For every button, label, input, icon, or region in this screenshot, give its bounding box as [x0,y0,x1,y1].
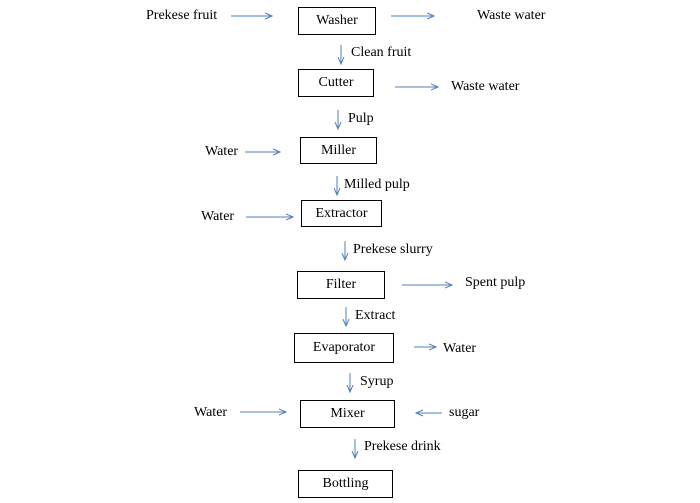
cutter-label: Cutter [318,75,354,90]
input-label-sugar: sugar [449,405,480,420]
flow-label-clean-fruit: Clean fruit [351,45,412,60]
flow-label-prekese-slurry: Prekese slurry [353,242,433,257]
washer-box: Washer [298,7,376,35]
flow-label-syrup: Syrup [360,374,394,389]
washer-label: Washer [316,13,358,28]
miller-label: Miller [321,142,356,158]
input-label-prekese-fruit: Prekese fruit [146,8,218,23]
flow-label-pulp: Pulp [348,111,374,126]
flow-label-extract: Extract [355,308,396,323]
input-label-water-miller: Water [205,144,239,159]
filter-box: Filter [297,271,385,299]
cutter-box: Cutter [298,69,374,97]
input-label-water-mixer: Water [194,405,228,420]
input-label-water-extractor: Water [201,209,235,224]
output-label-waste-water-washer: Waste water [477,8,546,23]
extractor-box: Extractor [301,200,382,227]
mixer-box: Mixer [300,400,395,428]
mixer-label: Mixer [330,406,365,421]
bottling-label: Bottling [322,476,369,491]
miller-box: Miller [300,137,377,164]
extractor-label: Extractor [315,205,368,221]
output-label-spent-pulp: Spent pulp [465,275,526,290]
flow-label-milled-pulp: Milled pulp [344,177,410,192]
filter-label: Filter [325,277,357,292]
evaporator-box: Evaporator [294,333,394,363]
output-label-waste-water-cutter: Waste water [451,79,520,94]
output-label-water-evaporator: Water [443,341,477,356]
bottling-box: Bottling [298,470,393,498]
evaporator-label: Evaporator [312,340,376,355]
flow-label-prekese-drink: Prekese drink [364,439,441,454]
